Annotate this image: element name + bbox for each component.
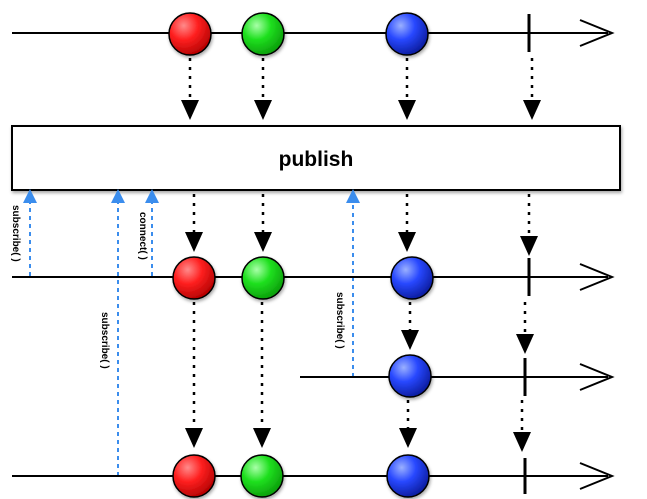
output3-arrowheads xyxy=(185,428,531,452)
operator-box: publish xyxy=(11,125,621,191)
marble-green-output3 xyxy=(240,454,284,498)
subscriber-timeline-3 xyxy=(12,454,615,498)
output1-to-output2-arrows xyxy=(408,302,527,334)
marble-red-source xyxy=(168,12,212,56)
marble-blue-source xyxy=(385,12,429,56)
source-arrowheads xyxy=(181,100,541,120)
subscriber-timeline-2 xyxy=(300,354,615,398)
marble-blue-output1 xyxy=(390,256,434,300)
operator-label: publish xyxy=(279,148,354,171)
marble-red-output3 xyxy=(172,454,216,498)
call-arrows xyxy=(23,189,360,476)
marble-blue-output2 xyxy=(388,354,432,398)
connect-label: connect( ) xyxy=(137,212,148,260)
marble-blue-output3 xyxy=(386,454,430,498)
source-timeline xyxy=(12,12,615,56)
output2-arrowheads xyxy=(401,330,534,354)
source-to-operator-arrows xyxy=(188,58,534,100)
output1-arrowheads xyxy=(185,232,538,256)
marble-red-output1 xyxy=(172,256,216,300)
subscribe-label-2: subscribe( ) xyxy=(99,312,110,369)
subscribe-label-3: subscribe( ) xyxy=(334,292,345,349)
marble-green-source xyxy=(241,12,285,56)
subscriber-timeline-1 xyxy=(12,256,615,300)
marble-green-output1 xyxy=(241,256,285,300)
operator-to-output1-arrows xyxy=(192,194,531,236)
subscribe-label-1: subscribe( ) xyxy=(10,205,21,262)
to-output3-arrows xyxy=(192,302,524,432)
